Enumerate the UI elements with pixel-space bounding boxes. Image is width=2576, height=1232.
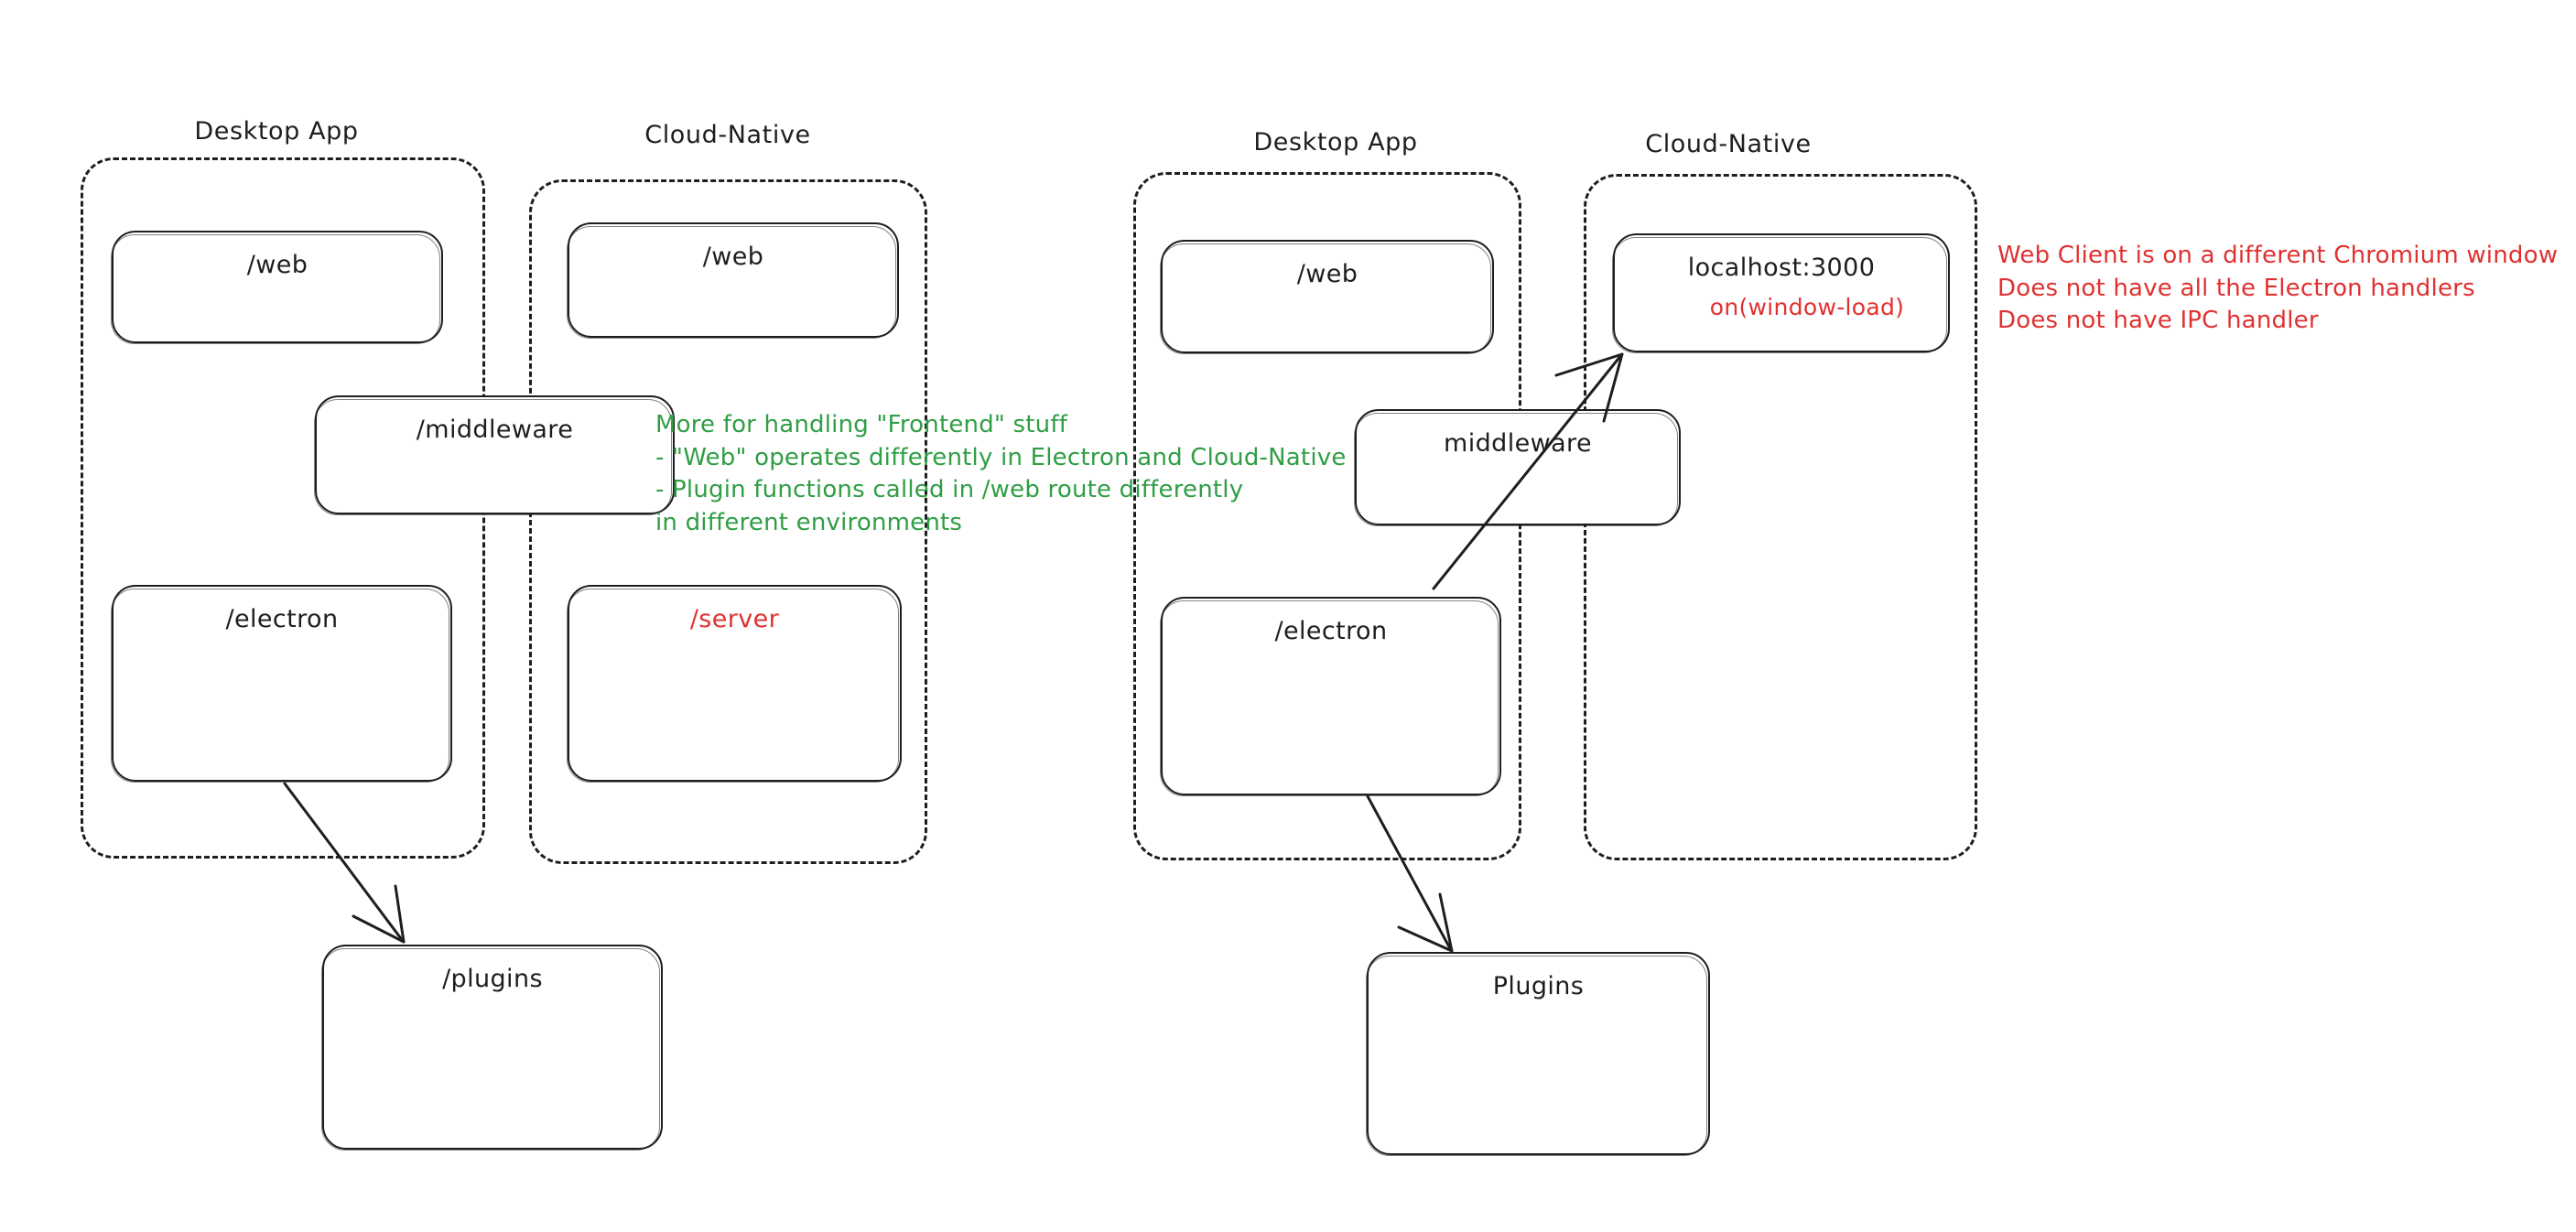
node-cloud-web-left[interactable]: /web (567, 222, 899, 339)
node-label-server-left: /server (689, 605, 780, 633)
group-label-desktop-app-left: Desktop App (194, 117, 359, 146)
node-plugins-right[interactable]: Plugins (1366, 952, 1710, 1156)
group-label-desktop-app-right: Desktop App (1253, 128, 1418, 157)
node-label-cloud-web-left: /web (702, 243, 764, 271)
node-sublabel-on-window-load: on(window-load) (1709, 294, 1905, 320)
node-desktop-web-left[interactable]: /web (111, 231, 443, 344)
node-plugins-left[interactable]: /plugins (321, 945, 663, 1151)
node-label-middleware-right: middleware (1444, 429, 1592, 458)
node-server-left[interactable]: /server (567, 585, 902, 783)
node-label-electron-right: /electron (1274, 617, 1388, 645)
node-desktop-web-right[interactable]: /web (1160, 240, 1494, 354)
node-electron-left[interactable]: /electron (111, 585, 452, 783)
annotation-red-note: Web Client is on a different Chromium wi… (1997, 242, 2559, 335)
group-box-cloud-native-left (529, 179, 927, 864)
node-label-desktop-web-left: /web (246, 251, 308, 279)
node-middleware-right[interactable]: middleware (1354, 409, 1681, 526)
node-label-localhost-right: localhost:3000 (1687, 254, 1876, 282)
node-label-desktop-web-right: /web (1296, 260, 1358, 288)
node-middleware-left[interactable]: /middleware (314, 395, 675, 515)
node-label-plugins-left: /plugins (442, 965, 543, 993)
annotation-green-note: More for handling "Frontend" stuff - "We… (655, 411, 1347, 536)
node-localhost-right[interactable]: localhost:3000 on(window-load) (1612, 233, 1950, 353)
group-label-cloud-native-left: Cloud-Native (644, 121, 811, 149)
group-label-cloud-native-right: Cloud-Native (1645, 130, 1812, 158)
node-label-plugins-right: Plugins (1492, 972, 1585, 1000)
node-label-middleware-left: /middleware (416, 416, 574, 444)
node-label-electron-left: /electron (225, 605, 339, 633)
node-electron-right[interactable]: /electron (1160, 597, 1501, 796)
